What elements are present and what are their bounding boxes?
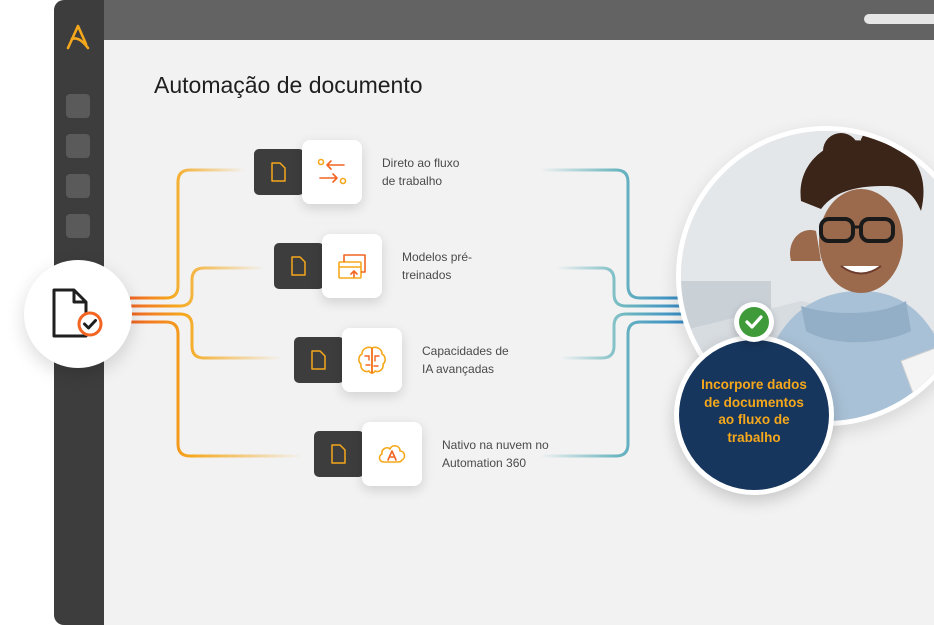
feature-label-line: Capacidades de: [422, 344, 509, 358]
feature-label-ai: Capacidades de IA avançadas: [422, 342, 542, 378]
feature-label-line: Modelos pré-: [402, 250, 473, 264]
feature-card-cloud[interactable]: [362, 422, 422, 486]
feature-card-ai[interactable]: [342, 328, 402, 392]
result-callout[interactable]: Incorpore dados de documentos ao fluxo d…: [674, 335, 834, 495]
feature-label-pretrained: Modelos pré- treinados: [402, 248, 522, 284]
result-callout-text: Incorpore dados de documentos ao fluxo d…: [693, 376, 815, 446]
document-icon: [331, 444, 346, 464]
check-icon: [745, 315, 763, 329]
pretrained-models-icon: [338, 254, 366, 279]
result-text-line: trabalho: [727, 429, 781, 445]
feature-label-line: treinados: [402, 268, 452, 282]
document-icon: [291, 256, 306, 276]
document-hub[interactable]: [24, 260, 132, 368]
feature-card-workflow[interactable]: [302, 140, 362, 204]
sidebar-nav-item-3[interactable]: [66, 174, 90, 198]
document-card-1: [254, 149, 304, 195]
top-bar: [104, 0, 934, 40]
ai-brain-icon: [358, 346, 386, 374]
document-card-2: [274, 243, 324, 289]
workflow-arrows-icon: [317, 158, 347, 185]
feature-label-line: IA avançadas: [422, 362, 495, 376]
automation-anywhere-logo-icon[interactable]: [64, 22, 94, 52]
result-text-line: ao fluxo de: [718, 412, 790, 427]
sidebar-nav-item-4[interactable]: [66, 214, 90, 238]
feature-label-workflow: Direto ao fluxo de trabalho: [382, 154, 502, 190]
result-text-line: de documentos: [704, 394, 804, 410]
feature-label-line: de trabalho: [382, 174, 443, 188]
feature-card-pretrained[interactable]: [322, 234, 382, 298]
feature-label-cloud: Nativo na nuvem no Automation 360: [442, 436, 562, 472]
success-badge: [734, 302, 774, 342]
document-card-4: [314, 431, 364, 477]
result-text-line: Incorpore dados: [701, 377, 807, 392]
page-title: Automação de documento: [154, 72, 423, 98]
sidebar-nav-item-1[interactable]: [66, 94, 90, 118]
cloud-bot-icon: [378, 445, 406, 463]
document-card-3: [294, 337, 344, 383]
document-icon: [271, 162, 286, 182]
feature-label-line: Nativo na nuvem no: [442, 438, 549, 452]
document-icon: [311, 350, 326, 370]
window-control-pill[interactable]: [864, 14, 934, 24]
sidebar-nav-item-2[interactable]: [66, 134, 90, 158]
feature-label-line: Direto ao fluxo: [382, 156, 460, 170]
document-check-icon: [52, 288, 103, 338]
feature-label-line: Automation 360: [442, 456, 527, 470]
